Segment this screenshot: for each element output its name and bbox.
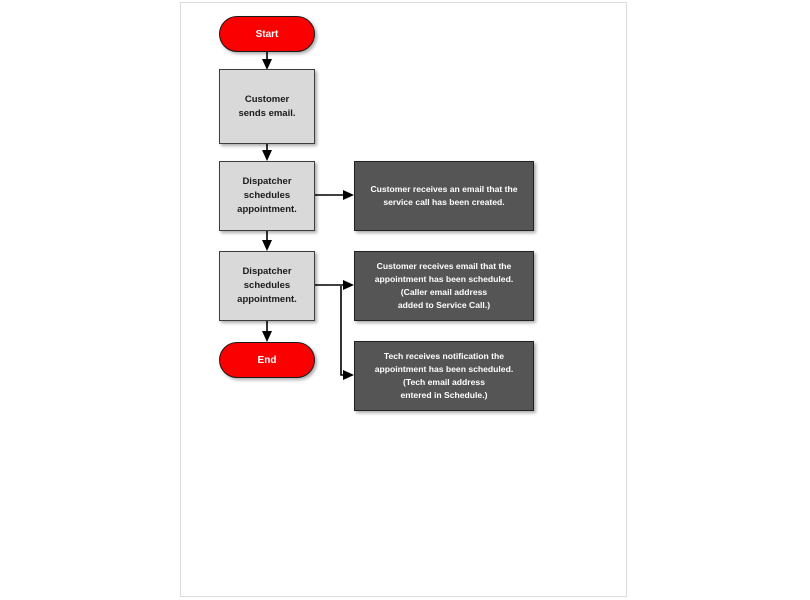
- node-end-label: End: [257, 354, 277, 366]
- node-dispatcher-schedules-appointment-2[interactable]: Dispatcher schedules appointment.: [219, 251, 315, 321]
- note-tech-appointment-scheduled[interactable]: Tech receives notification the appointme…: [354, 341, 534, 411]
- node-start[interactable]: Start: [219, 16, 315, 52]
- connector-process3-to-note2: [315, 280, 354, 290]
- node-dispatcher-schedules-appointment-1[interactable]: Dispatcher schedules appointment.: [219, 161, 315, 231]
- node-customer-sends-email-label: Customer sends email.: [238, 93, 296, 119]
- connector-process2-to-note1: [315, 190, 354, 200]
- connector-process1-to-process2: [262, 143, 272, 161]
- note-service-call-created-label: Customer receives an email that the serv…: [370, 184, 518, 207]
- node-customer-sends-email[interactable]: Customer sends email.: [219, 69, 315, 144]
- node-dispatcher-schedules-appointment-2-label: Dispatcher schedules appointment.: [237, 266, 297, 305]
- note-tech-appointment-scheduled-label: Tech receives notification the appointme…: [374, 351, 514, 400]
- node-end[interactable]: End: [219, 342, 315, 378]
- note-customer-appointment-scheduled-label: Customer receives email that the appoint…: [374, 261, 514, 310]
- note-customer-appointment-scheduled[interactable]: Customer receives email that the appoint…: [354, 251, 534, 321]
- connector-process2-to-process3: [262, 231, 272, 251]
- node-start-label: Start: [255, 28, 279, 40]
- node-dispatcher-schedules-appointment-1-label: Dispatcher schedules appointment.: [237, 176, 297, 215]
- connector-process3-to-end: [262, 320, 272, 342]
- note-service-call-created[interactable]: Customer receives an email that the serv…: [354, 161, 534, 231]
- connector-process3-to-note3: [340, 286, 354, 380]
- connector-start-to-process1: [262, 51, 272, 70]
